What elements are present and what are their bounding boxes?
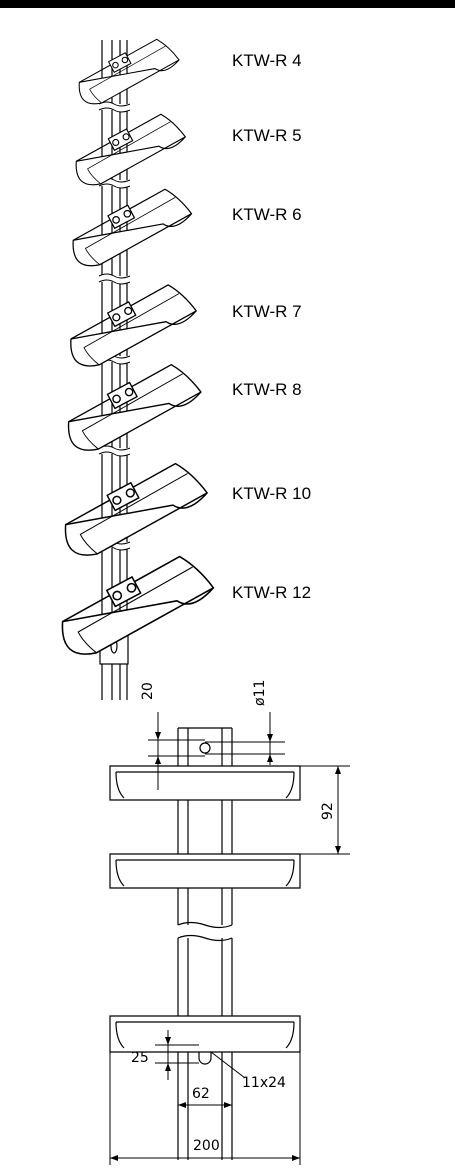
label-ktw-r-5: KTW-R 5	[232, 126, 302, 145]
cradle-ktw-r-8	[67, 363, 202, 451]
label-ktw-r-4: KTW-R 4	[232, 51, 302, 70]
dimension-lines	[109, 712, 350, 1165]
cradle-ktw-r-7	[70, 284, 197, 367]
dim-25: 25	[131, 1050, 149, 1066]
label-ktw-r-6: KTW-R 6	[232, 205, 302, 224]
cradle-ktw-r-4	[78, 38, 180, 105]
label-ktw-r-10: KTW-R 10	[232, 484, 312, 503]
cradle-ktw-r-12	[61, 555, 215, 655]
dimension-arrows	[110, 732, 341, 1161]
label-ktw-r-7: KTW-R 7	[232, 302, 302, 321]
top-bar	[0, 0, 455, 8]
bracket-isometric-drawing	[61, 38, 215, 700]
dim-62: 62	[192, 1086, 210, 1102]
cradle-ktw-r-10	[64, 462, 208, 556]
dim-92: 92	[320, 802, 336, 820]
label-ktw-r-8: KTW-R 8	[232, 380, 302, 399]
dim-slot-size: 11x24	[242, 1075, 286, 1091]
cradle-ktw-r-6	[72, 188, 193, 267]
label-ktw-r-12: KTW-R 12	[232, 583, 312, 602]
cradle-ktw-r-5	[75, 113, 186, 186]
cradle-plates	[109, 765, 301, 1053]
dim-200: 200	[193, 1138, 220, 1154]
